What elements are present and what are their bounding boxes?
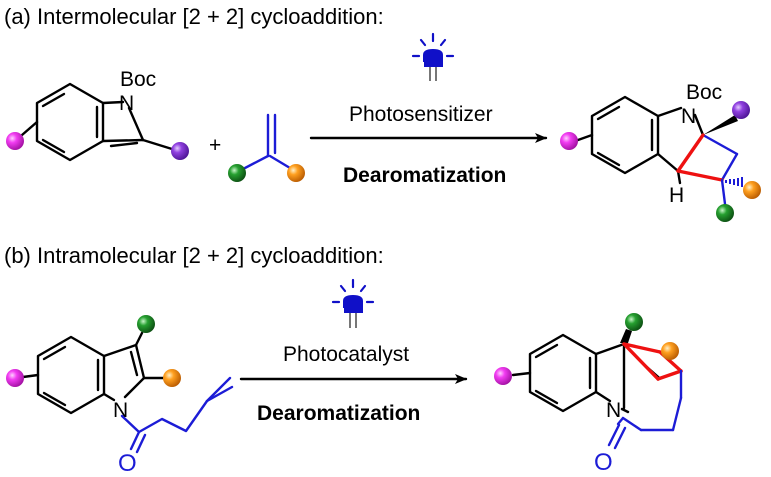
purple-substituent-ball <box>732 101 750 119</box>
product-a: N Boc H <box>560 81 761 222</box>
green-substituent-ball <box>228 164 246 182</box>
panel-b-title: (b) Intramolecular [2 + 2] cycloaddition… <box>4 243 384 268</box>
orange-substituent-ball <box>661 342 679 360</box>
magenta-substituent-ball <box>560 132 578 150</box>
product-b: N O <box>494 313 683 476</box>
process-label: Dearomatization <box>257 402 420 425</box>
o-atom-label: O <box>118 450 137 477</box>
panel-a: (a) Intermolecular [2 + 2] cycloaddition… <box>4 4 761 222</box>
indole-start-b: N O <box>6 315 234 477</box>
magenta-substituent-ball <box>6 369 24 387</box>
light-source-icon <box>411 32 455 81</box>
magenta-substituent-ball <box>494 367 512 385</box>
alkene-partner-a <box>228 113 305 182</box>
purple-substituent-ball <box>171 142 189 160</box>
orange-substituent-ball <box>287 164 305 182</box>
h-atom-label: H <box>669 184 684 207</box>
orange-substituent-ball <box>163 369 181 387</box>
process-label: Dearomatization <box>343 164 506 187</box>
green-substituent-ball <box>625 313 643 331</box>
boc-label: Boc <box>686 81 722 104</box>
green-substituent-ball <box>716 204 734 222</box>
orange-substituent-ball <box>743 181 761 199</box>
n-atom-label: N <box>606 399 621 422</box>
green-substituent-ball <box>137 315 155 333</box>
n-atom-label: N <box>119 92 134 115</box>
reagent-label: Photosensitizer <box>349 103 493 126</box>
boc-label: Boc <box>120 68 156 91</box>
light-source-icon <box>331 278 375 328</box>
panel-b: (b) Intramolecular [2 + 2] cycloaddition… <box>4 243 683 477</box>
n-atom-label: N <box>681 105 696 128</box>
n-atom-label: N <box>113 399 128 422</box>
o-atom-label: O <box>594 449 613 476</box>
plus-sign: + <box>209 134 221 157</box>
panel-a-title: (a) Intermolecular [2 + 2] cycloaddition… <box>4 4 384 29</box>
indole-start-a: N Boc <box>6 68 189 162</box>
magenta-substituent-ball <box>6 132 24 150</box>
reagent-label: Photocatalyst <box>283 343 409 366</box>
